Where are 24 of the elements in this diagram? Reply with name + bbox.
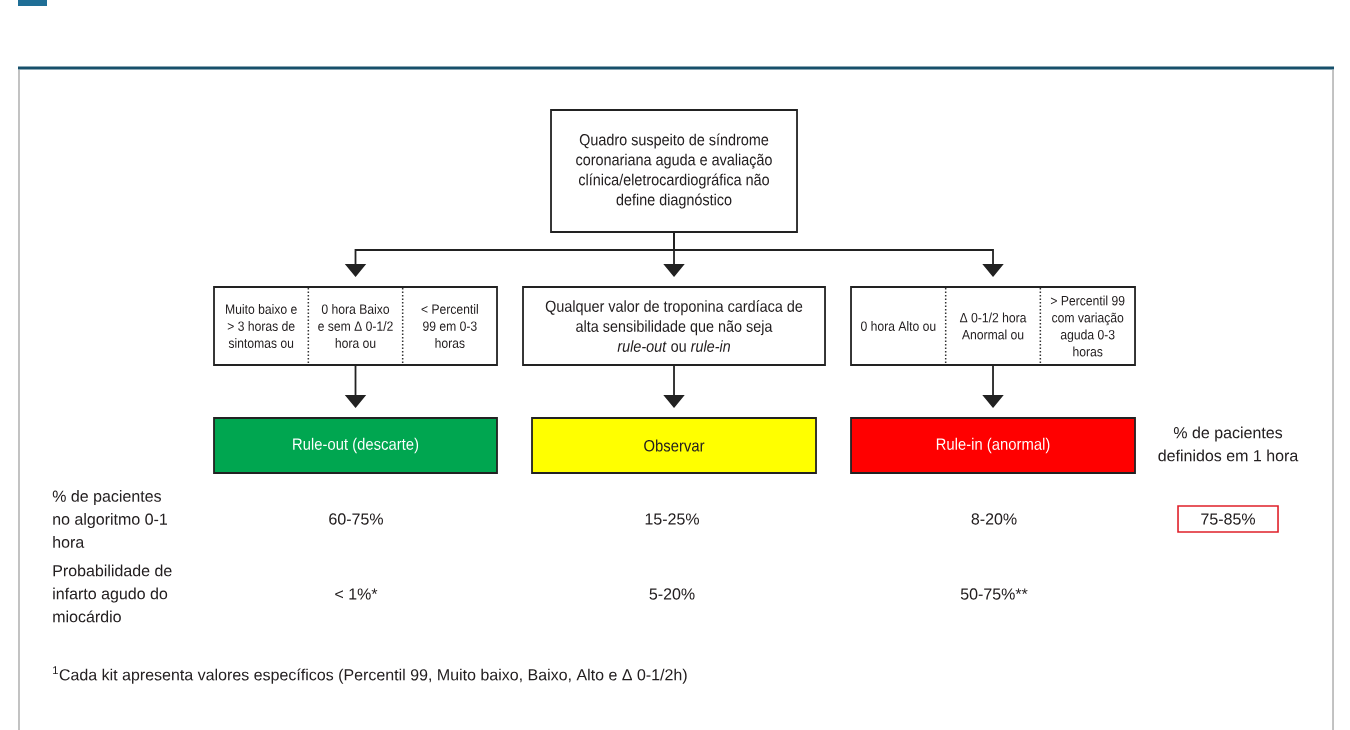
percentage-value: 60-75%: [329, 513, 383, 525]
probability-value: 5-20%: [649, 588, 695, 600]
probability-value: 50-75%**: [960, 588, 1028, 600]
criteria-box: [850, 286, 1136, 366]
result-box: Rule-in (anormal): [850, 417, 1136, 474]
criterion-text: 0 hora Alto ou: [861, 321, 936, 331]
row-heading: % de pacientes no algoritmo 0-1 hora: [52, 490, 167, 548]
criterion-text: 0 hora Baixo e sem Δ 0-1/2 hora ou: [318, 304, 393, 348]
criterion-text: < Percentil 99 em 0-3 horas: [421, 304, 478, 348]
result-box: Rule-out (descarte): [213, 417, 498, 474]
column-heading: % de pacientes definidos em 1 hora: [1158, 426, 1299, 462]
criterion-text: Δ 0-1/2 hora Anormal ou: [959, 312, 1027, 340]
percentage-value: 15-25%: [645, 513, 699, 525]
highlight-box: 75-85%: [1177, 505, 1279, 533]
result-box: Observar: [531, 417, 817, 474]
process-box: Quadro suspeito de síndrome coronariana aguda e avaliação clínica/eletrocardiográfica não define diagnóstico: [550, 109, 798, 233]
criteria-box: [213, 286, 498, 366]
criterion-text: Muito baixo e > 3 horas de sintomas ou: [226, 304, 297, 348]
probability-value: < 1%*: [335, 588, 378, 600]
criterion-text: > Percentil 99 com variação aguda 0-3 horas: [1050, 295, 1125, 357]
footnote: $^{1}$Cada kit apresenta valores específicos (Percentil 99, Muito baixo, Baixo, Alto e Δ 0-1/2h): [53, 666, 687, 684]
percentage-value: 8-20%: [971, 513, 1017, 525]
row-heading: Probabilidade de infarto agudo do miocárdio: [53, 564, 172, 623]
process-box: Qualquer valor de troponina cardíaca de alta sensibilidade que não seja rule-out ou rule-in: [522, 286, 826, 366]
